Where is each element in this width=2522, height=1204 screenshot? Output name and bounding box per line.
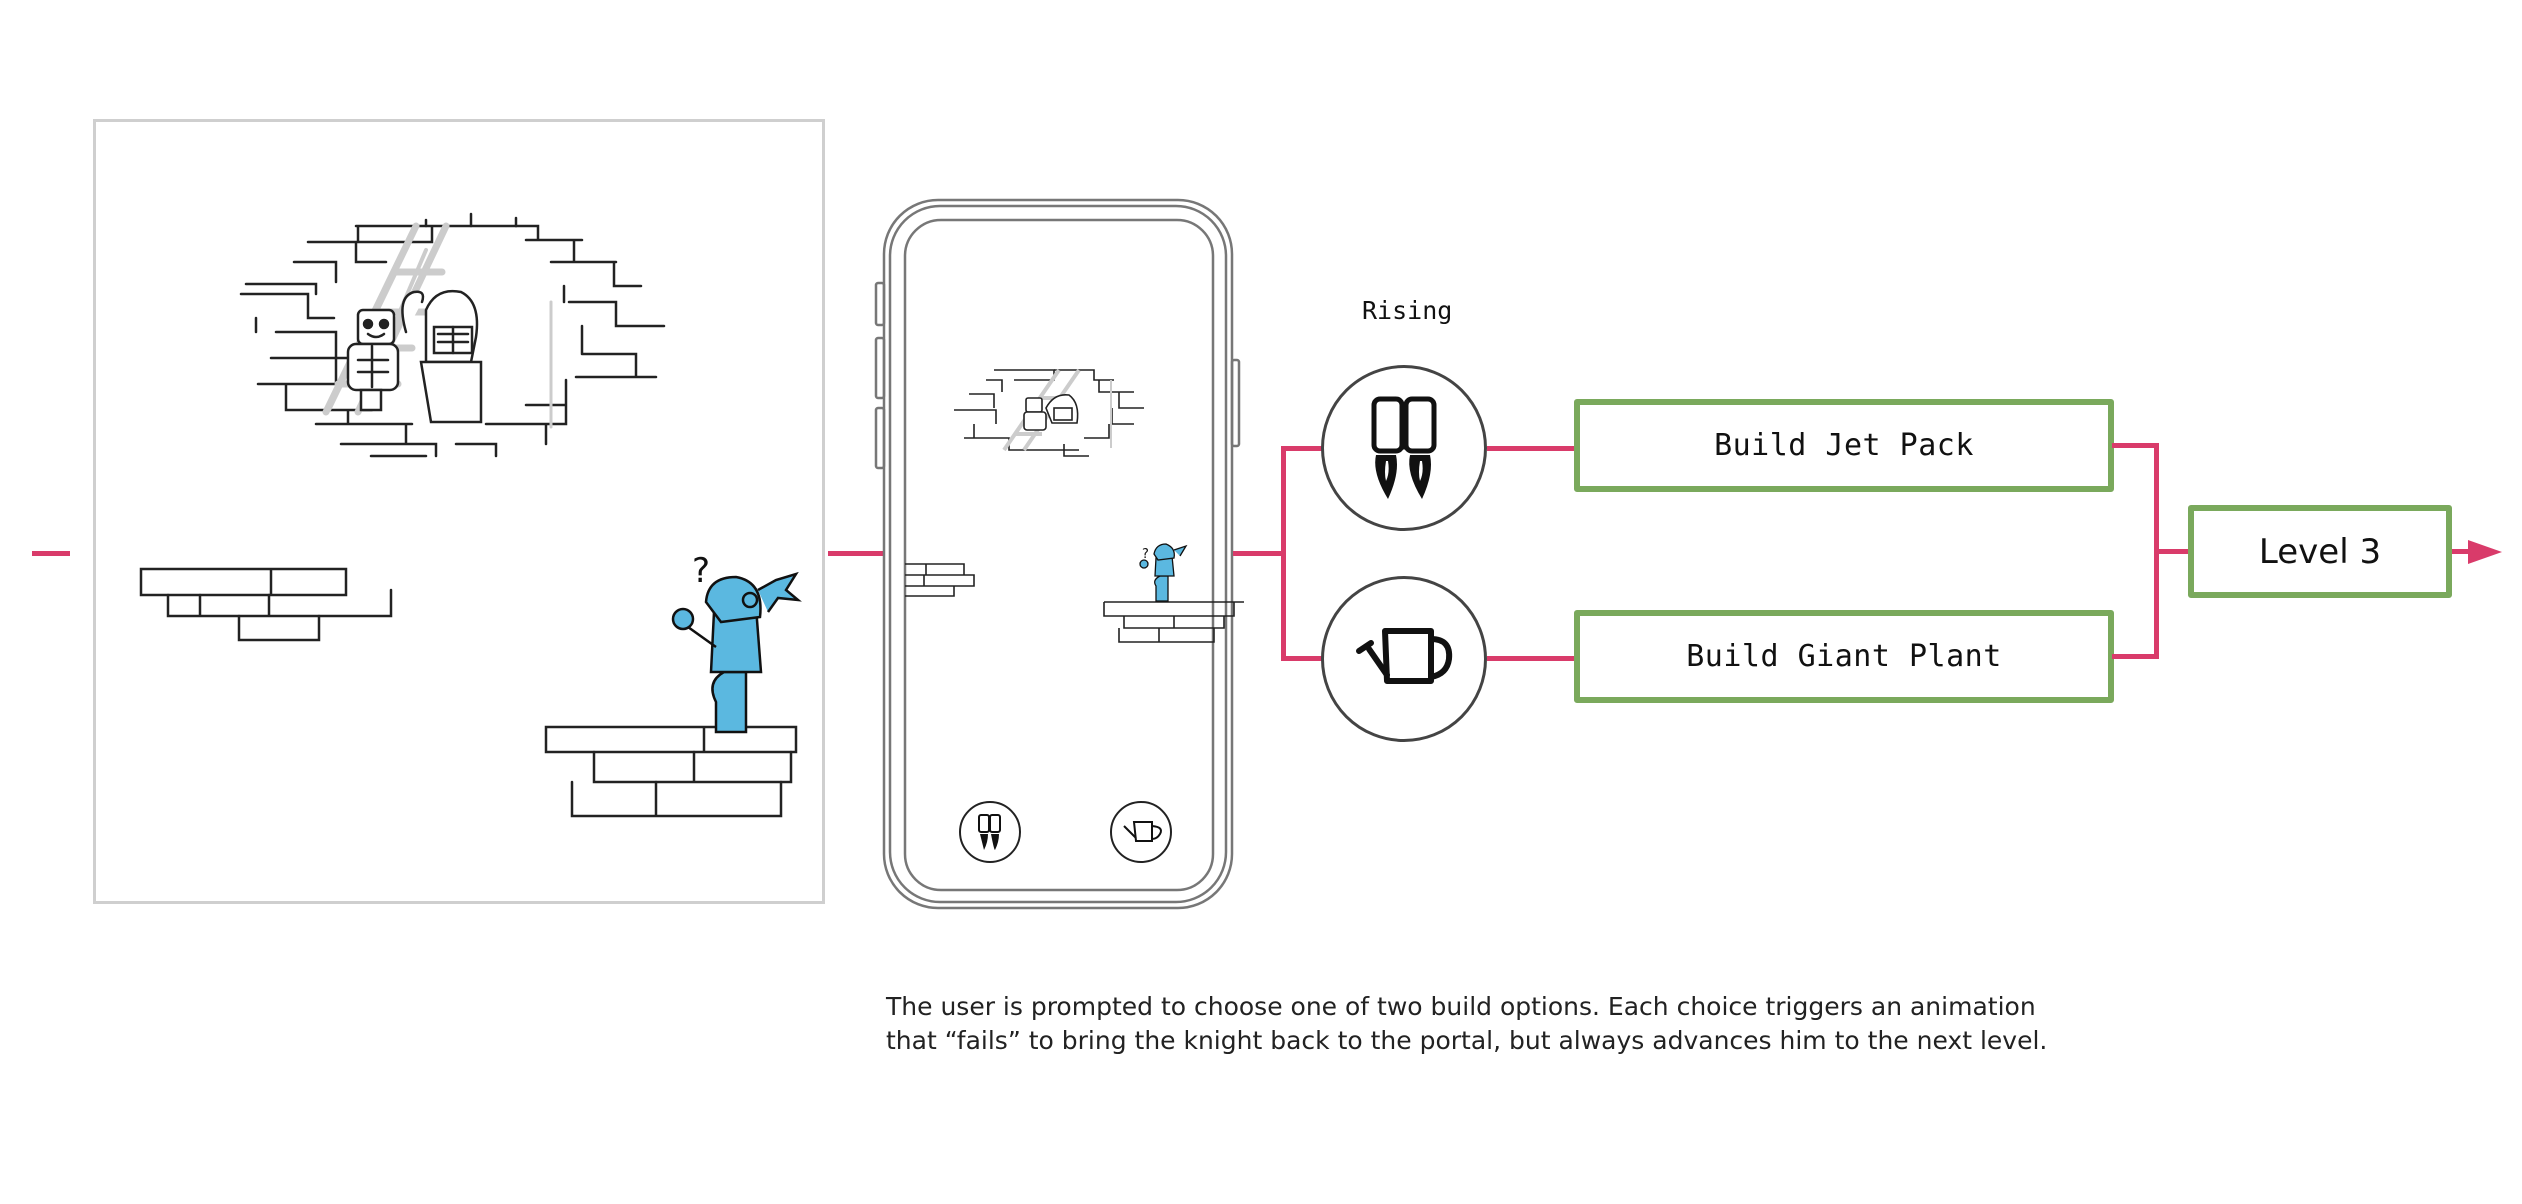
phone-to-branch-connector (1233, 551, 1285, 556)
build-giant-plant-label: Build Giant Plant (1686, 639, 2002, 674)
dark-knight-figure (401, 289, 483, 424)
phone-blue-knight (1139, 543, 1188, 602)
phone-power-button (1230, 358, 1241, 448)
build-giant-plant-box[interactable]: Build Giant Plant (1574, 610, 2114, 703)
scene-illustration: ? (139, 212, 802, 818)
phone-side-button (874, 281, 886, 327)
phone-question-mark: ? (1142, 547, 1149, 562)
watering-can-icon (1123, 821, 1162, 842)
portal-brick-wall (239, 212, 666, 458)
branch-label: Rising (1362, 296, 1453, 325)
jet-pack-icon (1371, 396, 1437, 499)
branch-split-vertical (1281, 446, 1286, 661)
merge-to-level3-connector (2154, 549, 2190, 554)
caption-line: The user is prompted to choose one of tw… (886, 992, 2036, 1021)
storyboard-frame: ? (93, 119, 825, 904)
phone-volume-down (874, 406, 886, 470)
branch-to-option1 (1281, 446, 1323, 451)
phone-screen (903, 218, 1215, 892)
build-jet-pack-box[interactable]: Build Jet Pack (1574, 399, 2114, 492)
phone-scene (905, 368, 1244, 643)
caption-line: that “fails” to bring the knight back to… (886, 1026, 2048, 1055)
frame-to-phone-connector (828, 551, 884, 556)
skeleton-figure (346, 308, 400, 412)
incoming-connector (32, 551, 70, 556)
outgoing-connector (2452, 549, 2472, 554)
jet-pack-option-node[interactable] (1321, 365, 1487, 531)
phone-volume-up (874, 336, 886, 400)
left-platform (139, 567, 393, 642)
phone-mockup: ? (874, 198, 1244, 912)
box1-to-merge-connector (2112, 443, 2159, 448)
arrow-head-icon (2468, 540, 2502, 564)
level-3-box[interactable]: Level 3 (2188, 505, 2452, 598)
phone-outer-bezel (882, 198, 1234, 910)
watering-can-option-node[interactable] (1321, 576, 1487, 742)
phone-watering-can-button[interactable] (1110, 801, 1172, 863)
watering-can-icon (1356, 628, 1453, 684)
level-3-label: Level 3 (2258, 531, 2382, 572)
right-platform (544, 725, 798, 818)
box2-to-merge-connector (2112, 654, 2159, 659)
option1-to-box-connector (1487, 446, 1577, 451)
phone-jet-pack-button[interactable] (959, 801, 1021, 863)
blue-knight-figure (671, 571, 802, 734)
jet-pack-icon (978, 814, 1001, 833)
caption: The user is prompted to choose one of tw… (886, 990, 2086, 1058)
build-jet-pack-label: Build Jet Pack (1714, 428, 1974, 463)
option2-to-box-connector (1487, 656, 1577, 661)
branch-to-option2 (1281, 656, 1323, 661)
question-mark: ? (692, 551, 710, 591)
